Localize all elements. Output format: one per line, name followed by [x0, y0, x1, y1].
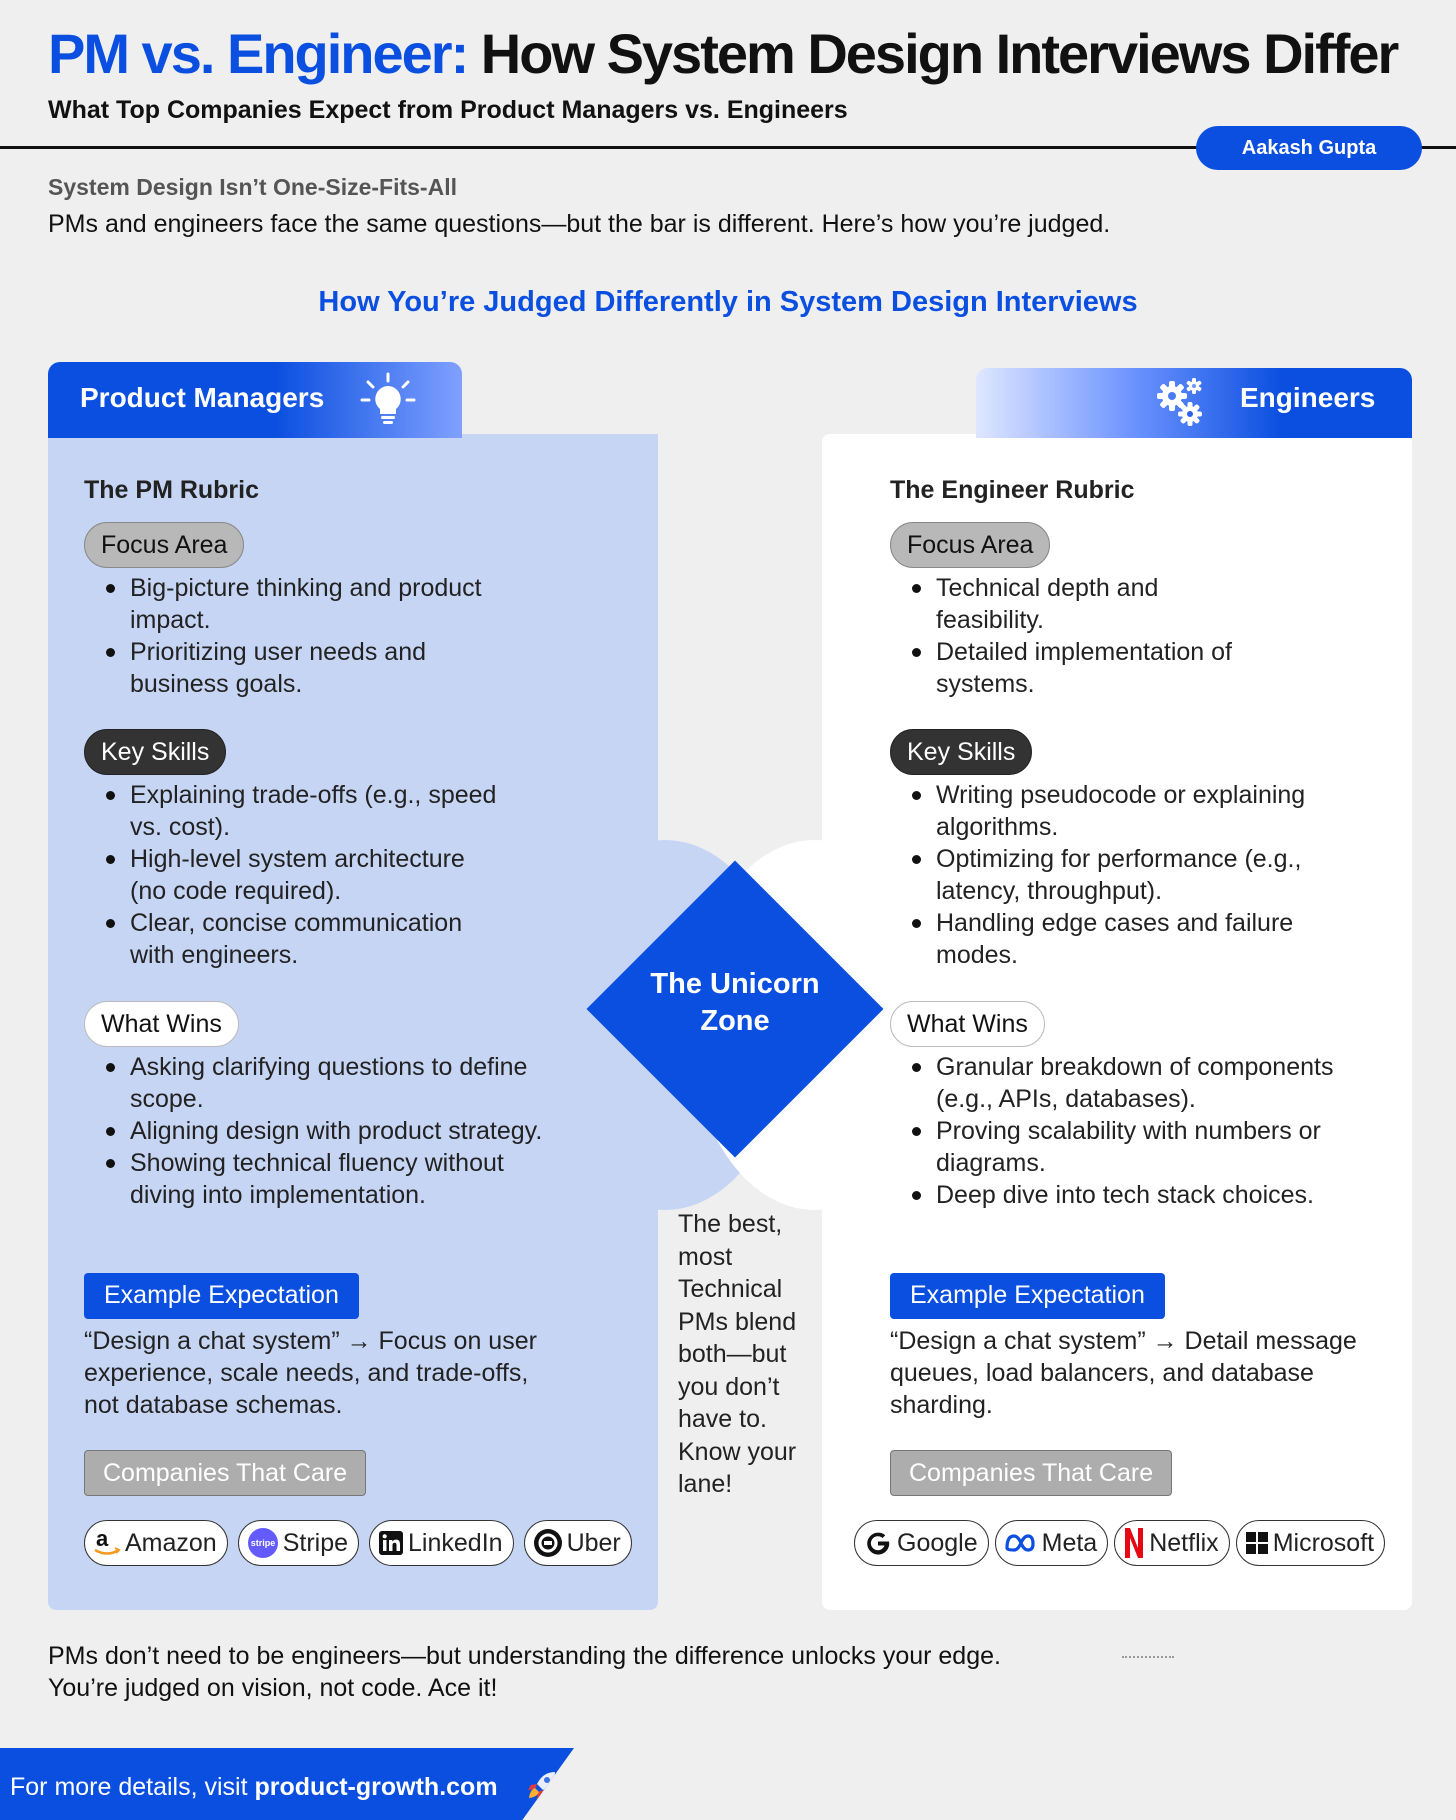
focus-area-pill: Focus Area [84, 522, 245, 568]
list-item: Optimizing for performance (e.g., latenc… [890, 843, 1310, 907]
pm-focus-list: Big-picture thinking and product impact.… [84, 572, 504, 700]
pm-tab: Product Managers [48, 362, 462, 438]
list-item: Handling edge cases and failure modes. [890, 907, 1310, 971]
footer-link[interactable]: product-growth.com [254, 1773, 498, 1802]
pm-companies-label: Companies That Care [84, 1450, 367, 1496]
key-skills-pill: Key Skills [84, 729, 227, 775]
list-item: Deep dive into tech stack choices. [890, 1179, 1360, 1211]
company-amazon: a Amazon [84, 1520, 228, 1566]
pm-wins-list: Asking clarifying questions to define sc… [84, 1051, 544, 1211]
lightbulb-icon [360, 372, 416, 435]
closing-text: PMs don’t need to be engineers—but under… [48, 1640, 1001, 1704]
intro-heading: System Design Isn’t One-Size-Fits-All [48, 174, 457, 200]
rocket-icon [525, 1768, 559, 1809]
pm-companies: a Amazon stripe Stripe LinkedIn [84, 1520, 632, 1566]
engineer-wins-list: Granular breakdown of components (e.g., … [890, 1051, 1360, 1211]
engineer-example-text: “Design a chat system” → Detail message … [890, 1327, 1357, 1419]
page-title: PM vs. Engineer: How System Design Inter… [48, 18, 1400, 90]
pm-focus-area: Focus Area Big-picture thinking and prod… [84, 522, 504, 700]
list-item: Writing pseudocode or explaining algorit… [890, 779, 1310, 843]
what-wins-pill: What Wins [890, 1001, 1045, 1047]
engineer-key-skills: Key Skills Writing pseudocode or explain… [890, 729, 1310, 971]
list-item: Clear, concise communication with engine… [84, 907, 504, 971]
engineer-focus-list: Technical depth and feasibility. Detaile… [890, 572, 1250, 700]
list-item: Asking clarifying questions to define sc… [84, 1051, 544, 1115]
engineer-skills-list: Writing pseudocode or explaining algorit… [890, 779, 1310, 971]
list-item: Proving scalability with numbers or diag… [890, 1115, 1360, 1179]
microsoft-icon [1245, 1531, 1269, 1555]
engineer-tab-label: Engineers [1240, 382, 1376, 413]
list-item: High-level system architecture (no code … [84, 843, 504, 907]
list-item: Aligning design with product strategy. [84, 1115, 544, 1147]
pm-tab-label: Product Managers [80, 382, 325, 413]
pm-skills-list: Explaining trade-offs (e.g., speed vs. c… [84, 779, 504, 971]
engineer-what-wins: What Wins Granular breakdown of componen… [890, 1001, 1360, 1211]
title-rest: How System Design Interviews Differ [480, 22, 1400, 85]
company-microsoft: Microsoft [1235, 1520, 1386, 1566]
example-expectation-pill: Example Expectation [890, 1273, 1165, 1319]
svg-text:a: a [96, 1528, 109, 1551]
pm-rubric-title: The PM Rubric [84, 476, 260, 504]
list-item: Explaining trade-offs (e.g., speed vs. c… [84, 779, 504, 843]
company-uber: Uber [523, 1520, 632, 1566]
list-item: Granular breakdown of components (e.g., … [890, 1051, 1360, 1115]
companies-pill: Companies That Care [84, 1450, 367, 1496]
engineer-companies-label: Companies That Care [890, 1450, 1173, 1496]
stripe-icon: stripe [247, 1527, 279, 1559]
svg-text:stripe: stripe [250, 1538, 275, 1548]
unicorn-note: The best, most Technical PMs blend both—… [678, 1210, 797, 1498]
intro-text: PMs and engineers face the same question… [48, 210, 1111, 238]
list-item: Showing technical fluency without diving… [84, 1147, 544, 1211]
company-google: Google [854, 1520, 989, 1566]
section-heading: How You’re Judged Differently in System … [318, 286, 1138, 318]
footer-bar: For more details, visit product-growth.c… [0, 1748, 574, 1820]
engineer-example: Example Expectation “Design a chat syste… [890, 1273, 1390, 1421]
amazon-icon: a [93, 1528, 121, 1558]
netflix-icon [1123, 1527, 1145, 1559]
company-netflix: Netflix [1114, 1520, 1230, 1566]
engineer-tab: Engineers [976, 368, 1412, 438]
closing-line-1: PMs don’t need to be engineers—but under… [48, 1642, 1001, 1670]
author-badge: Aakash Gupta [1196, 126, 1422, 170]
google-icon [863, 1528, 893, 1558]
company-stripe: stripe Stripe [237, 1520, 360, 1566]
uber-icon [533, 1528, 563, 1558]
pm-example: Example Expectation “Design a chat syste… [84, 1273, 564, 1421]
title-highlight: PM vs. Engineer: [48, 22, 469, 85]
engineer-rubric-title: The Engineer Rubric [890, 476, 1135, 504]
linkedin-icon [378, 1530, 404, 1556]
list-item: Technical depth and feasibility. [890, 572, 1250, 636]
focus-area-pill: Focus Area [890, 522, 1051, 568]
what-wins-pill: What Wins [84, 1001, 239, 1047]
engineer-focus-area: Focus Area Technical depth and feasibili… [890, 522, 1250, 700]
pm-example-text: “Design a chat system” → Focus on user e… [84, 1327, 537, 1419]
engineer-companies: Google Meta Netflix Microsoft [854, 1520, 1386, 1566]
list-item: Detailed implementation of systems. [890, 636, 1250, 700]
company-meta: Meta [994, 1520, 1109, 1566]
list-item: Prioritizing user needs and business goa… [84, 636, 504, 700]
footer-prefix: For more details, visit [10, 1773, 255, 1802]
company-linkedin: LinkedIn [369, 1520, 514, 1566]
example-expectation-pill: Example Expectation [84, 1273, 359, 1319]
closing-line-2: You’re judged on vision, not code. Ace i… [48, 1674, 498, 1702]
list-item: Big-picture thinking and product impact. [84, 572, 504, 636]
meta-icon [1004, 1532, 1038, 1554]
decorative-divider [1122, 1656, 1174, 1658]
pm-key-skills: Key Skills Explaining trade-offs (e.g., … [84, 729, 504, 971]
companies-pill: Companies That Care [890, 1450, 1173, 1496]
gears-icon [1152, 374, 1208, 437]
pm-what-wins: What Wins Asking clarifying questions to… [84, 1001, 544, 1211]
page-subtitle: What Top Companies Expect from Product M… [48, 96, 848, 124]
header-divider [0, 146, 1456, 149]
key-skills-pill: Key Skills [890, 729, 1033, 775]
unicorn-zone-label: The Unicorn Zone [650, 968, 820, 1037]
